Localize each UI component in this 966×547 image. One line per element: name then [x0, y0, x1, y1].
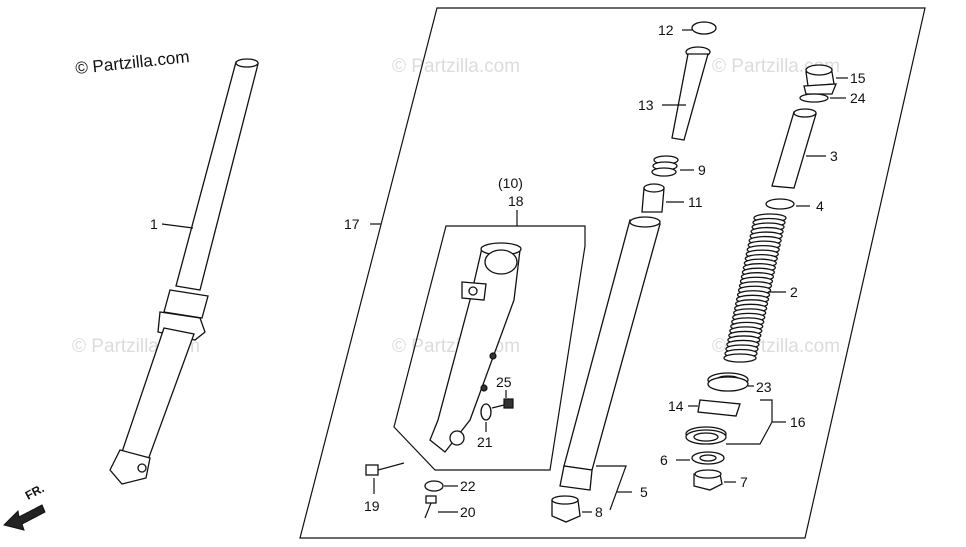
callout-7: 7: [740, 474, 748, 490]
spring-coil: [723, 353, 757, 363]
leader-line: [596, 465, 627, 511]
callout-3: 3: [830, 148, 838, 164]
callout-20: 20: [460, 504, 476, 520]
copyright-text: © Partzilla.com: [74, 47, 190, 78]
bolt-25: [491, 398, 514, 409]
callout-labels: 1 2 3 4 5 6 7 8 9 (10) 11 12 13 14 15 16…: [150, 22, 866, 520]
snap-ring: [697, 399, 741, 417]
callout-21: 21: [477, 434, 493, 450]
spacer-tube: [771, 108, 817, 189]
bolt-19: [365, 462, 405, 476]
oil-seal: [707, 372, 749, 392]
callout-4: 4: [816, 198, 824, 214]
callout-19: 19: [364, 498, 380, 514]
bolt-20: [424, 495, 437, 519]
direction-label: FR.: [23, 481, 47, 502]
callout-22: 22: [460, 478, 476, 494]
callout-13: 13: [638, 97, 654, 113]
callout-6: 6: [660, 452, 668, 468]
callout-11: 11: [688, 194, 703, 210]
front-direction-arrow: FR.: [3, 481, 47, 531]
oil-lock-piece: [551, 495, 581, 523]
bushing: [641, 183, 665, 213]
callout-25: 25: [496, 374, 512, 390]
drain-plug: [693, 469, 723, 491]
damper-rod: [671, 46, 711, 141]
slider-frame: [393, 225, 586, 471]
fork-leg-assembly: [109, 58, 259, 485]
fork-assembly-frame: [299, 7, 926, 539]
o-ring: [799, 93, 829, 103]
callout-14: 14: [668, 398, 684, 414]
callout-5: 5: [640, 484, 648, 500]
piston-ring: [691, 21, 717, 35]
washer-6: [691, 451, 725, 465]
fork-cap: [803, 64, 837, 95]
callout-23: 23: [756, 379, 772, 395]
fork-spring: [723, 213, 787, 363]
callout-17: 17: [344, 216, 360, 232]
spring-seat: [765, 198, 795, 210]
callout-16: 16: [790, 414, 806, 430]
washer-22: [424, 480, 444, 492]
callout-24: 24: [850, 90, 866, 106]
callout-10: (10): [498, 175, 523, 191]
bottom-case: [429, 242, 522, 453]
leader-line: [161, 223, 194, 229]
watermark: © Partzilla.com: [392, 56, 520, 77]
washer-21: [480, 403, 492, 421]
rebound-spring: [651, 155, 679, 177]
back-up-ring: [685, 426, 727, 445]
callout-9: 9: [698, 162, 706, 178]
callout-15: 15: [850, 70, 866, 86]
callout-8: 8: [595, 504, 603, 520]
fork-tube: [559, 216, 661, 491]
callout-12: 12: [658, 22, 674, 38]
callout-18: 18: [508, 193, 524, 209]
callout-1: 1: [150, 216, 158, 232]
callout-2: 2: [790, 284, 798, 300]
